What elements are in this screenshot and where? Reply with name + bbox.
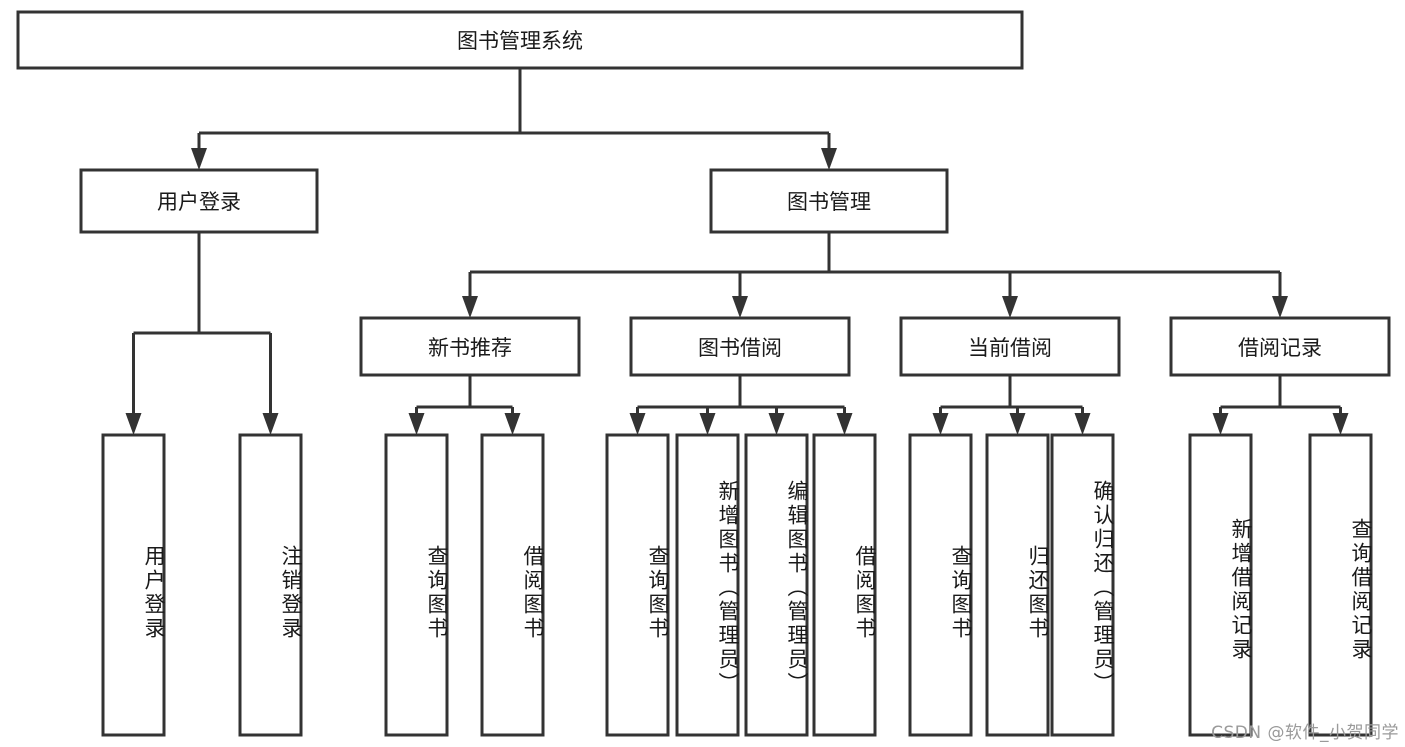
arrow-leaf-borrow-book-1 xyxy=(504,413,521,435)
node-box-leaf-return-book[interactable] xyxy=(985,433,1050,737)
node-box-borrow-record[interactable] xyxy=(1169,316,1391,377)
arrow-new-book-recommend xyxy=(462,296,478,318)
node-box-leaf-borrow-book-1[interactable] xyxy=(480,433,545,737)
node-box-leaf-user-login[interactable] xyxy=(101,433,166,737)
node-box-leaf-add-record[interactable] xyxy=(1188,433,1253,737)
arrow-leaf-query-book-3 xyxy=(932,413,949,435)
arrow-leaf-user-login xyxy=(125,413,142,435)
arrow-leaf-return-book xyxy=(1009,413,1026,435)
node-box-root[interactable] xyxy=(16,10,1024,70)
arrow-leaf-query-book-2 xyxy=(629,413,646,435)
node-box-book-borrow[interactable] xyxy=(629,316,851,377)
arrow-leaf-edit-book xyxy=(768,413,785,435)
arrow-leaf-add-book xyxy=(699,413,716,435)
arrow-user-login xyxy=(191,148,207,170)
node-box-new-book-recommend[interactable] xyxy=(359,316,581,377)
arrow-borrow-record xyxy=(1272,296,1288,318)
node-box-leaf-borrow-book-2[interactable] xyxy=(812,433,877,737)
node-box-leaf-query-book-1[interactable] xyxy=(384,433,449,737)
node-box-leaf-add-book[interactable] xyxy=(675,433,740,737)
node-box-leaf-query-book-3[interactable] xyxy=(908,433,973,737)
node-box-current-borrow[interactable] xyxy=(899,316,1121,377)
node-box-leaf-query-book-2[interactable] xyxy=(605,433,670,737)
node-box-leaf-query-record[interactable] xyxy=(1308,433,1373,737)
arrow-leaf-query-book-1 xyxy=(408,413,425,435)
arrow-leaf-query-record xyxy=(1332,413,1349,435)
arrow-leaf-borrow-book-2 xyxy=(836,413,853,435)
node-box-leaf-logout[interactable] xyxy=(238,433,303,737)
box-layer xyxy=(16,10,1391,737)
arrow-leaf-confirm-return xyxy=(1074,413,1091,435)
arrow-current-borrow xyxy=(1002,296,1018,318)
node-box-leaf-confirm-return[interactable] xyxy=(1050,433,1115,737)
node-box-leaf-edit-book[interactable] xyxy=(744,433,809,737)
arrow-leaf-logout xyxy=(262,413,279,435)
arrow-book-borrow xyxy=(732,296,748,318)
connector-layer xyxy=(125,68,1349,435)
node-box-user-login[interactable] xyxy=(79,168,319,234)
node-box-book-management[interactable] xyxy=(709,168,949,234)
arrow-leaf-add-record xyxy=(1212,413,1229,435)
arrow-book-management xyxy=(821,148,837,170)
